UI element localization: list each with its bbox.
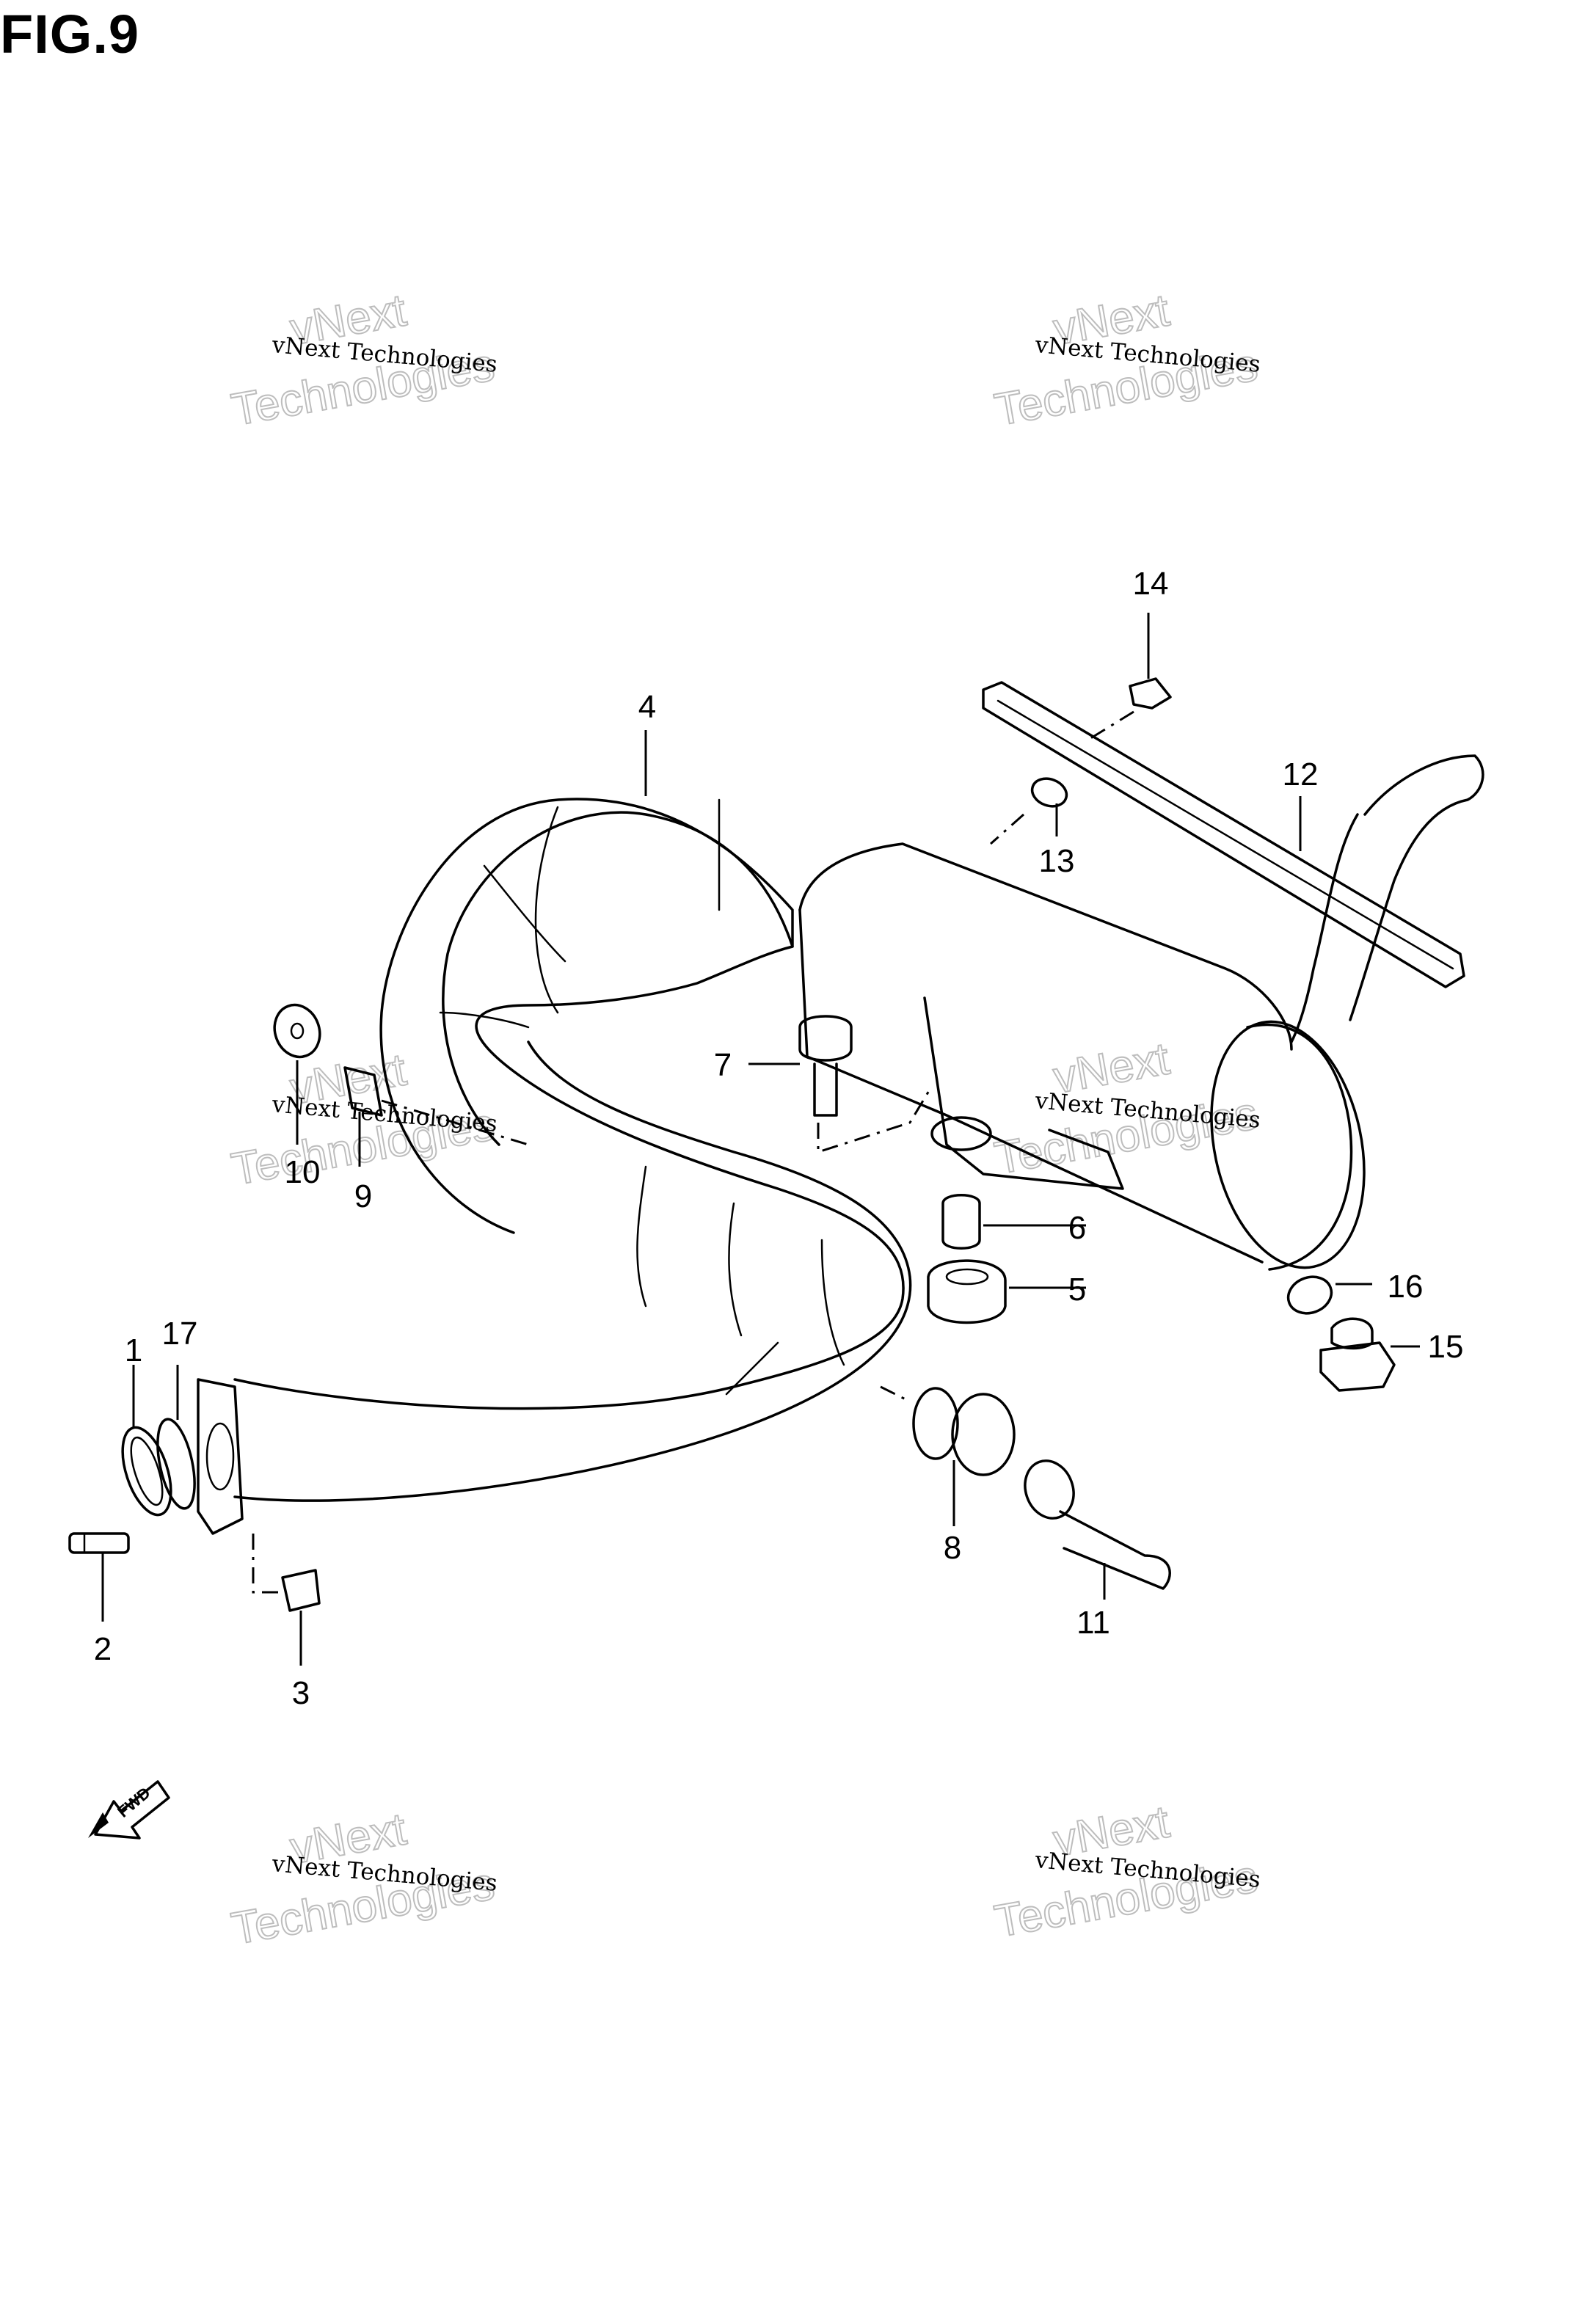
washer-part-16 — [1286, 1275, 1372, 1315]
plug-part-15 — [1319, 1317, 1420, 1392]
watermark-mid-right: Technologies vNext vNext Technologies — [990, 1032, 1261, 1184]
fwd-arrow-icon: FWD — [88, 1780, 170, 1840]
watermark-mid-left: Technologies vNext vNext Technologies — [227, 1043, 498, 1195]
callout-16: 16 — [1388, 1269, 1424, 1305]
watermark-bottom-left: Technologies vNext vNext Technologies — [227, 1803, 498, 1955]
nut-part-3 — [252, 1534, 321, 1666]
stud-part-2 — [68, 1532, 130, 1622]
gasket-part-1 — [121, 1426, 172, 1517]
callout-1: 1 — [125, 1333, 142, 1368]
gasket-part-17 — [156, 1418, 196, 1510]
callout-17: 17 — [162, 1316, 198, 1352]
figure-title: FIG.9 — [0, 4, 140, 65]
callout-5: 5 — [1068, 1272, 1086, 1308]
exhaust-pipe-part-4 — [233, 798, 912, 1502]
callout-7: 7 — [714, 1047, 732, 1083]
callout-11: 11 — [1076, 1605, 1110, 1641]
nut-part-14 — [1085, 613, 1172, 743]
bolt-part-7 — [748, 1015, 933, 1154]
washer-part-13 — [990, 777, 1068, 845]
spacer-part-6 — [941, 1194, 1086, 1250]
collar-part-9 — [343, 1066, 529, 1167]
callout-4: 4 — [638, 689, 656, 725]
callout-2: 2 — [94, 1631, 112, 1667]
flange — [197, 1378, 244, 1535]
callout-10: 10 — [285, 1154, 321, 1190]
washer-part-10 — [273, 1003, 321, 1145]
heat-shield-part-12 — [982, 681, 1484, 1043]
grommet-part-5 — [927, 1259, 1086, 1324]
callout-14: 14 — [1133, 566, 1169, 602]
callout-12: 12 — [1283, 757, 1319, 792]
callout-8: 8 — [944, 1530, 961, 1566]
callout-13: 13 — [1039, 843, 1075, 879]
watermark-top-right: Technologies vNext vNext Technologies — [990, 284, 1261, 436]
muffler-body — [798, 842, 1366, 1271]
watermark-bottom-right: Technologies vNext vNext Technologies — [990, 1796, 1261, 1947]
mount-part-8 — [880, 1385, 1016, 1526]
callout-3: 3 — [292, 1675, 310, 1711]
callout-9: 9 — [354, 1178, 372, 1214]
watermark-top-left: Technologies vNext vNext Technologies — [227, 284, 498, 436]
bolt-part-11 — [1024, 1459, 1171, 1600]
callout-6: 6 — [1068, 1210, 1086, 1246]
callout-15: 15 — [1428, 1329, 1464, 1365]
